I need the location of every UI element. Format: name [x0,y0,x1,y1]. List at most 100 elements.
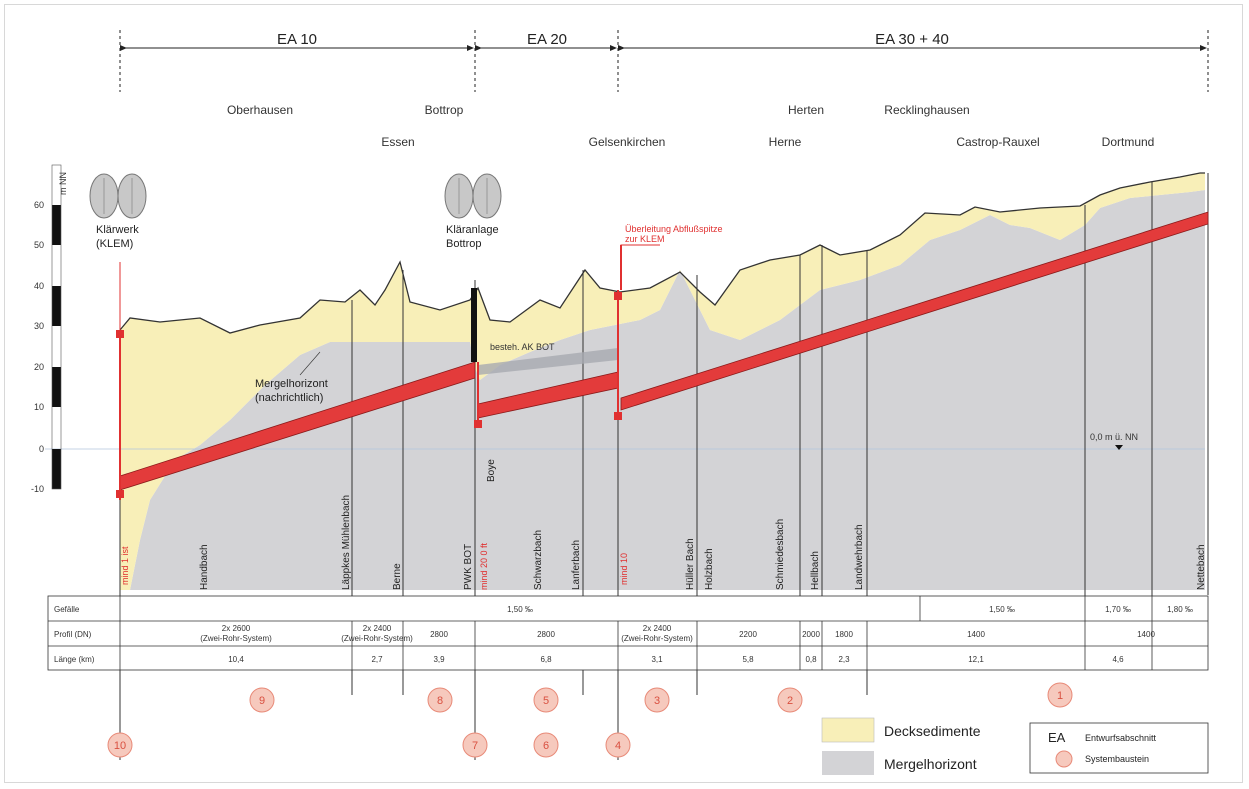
legend-baustein-icon [1055,750,1073,768]
axis-unit: m NN [58,172,68,195]
profil-5b: (Zwei-Rohr-System) [621,634,693,643]
mergel-annotation-1: Mergelhorizont [255,378,328,390]
stream-lanferbach: Lanferbach [571,540,582,590]
profil-10: 1400 [1137,630,1155,639]
axis-bar-4 [52,449,61,489]
city-bottrop: Bottrop [425,103,464,117]
laenge-9: 12,1 [968,655,984,664]
section-ea20: EA 20 [527,31,567,48]
red-label-1: mind 1 ist [120,546,130,585]
ueberleitung-line [620,244,660,290]
profil-3: 2800 [430,630,448,639]
tick-20: 20 [34,362,44,372]
pipe-ak-bot [478,348,618,375]
ueberleitung-annotation-2: zur KLEM [625,234,665,244]
red-label-3: mind 10 [619,553,629,585]
axis-bar-2 [52,286,61,326]
laenge-8: 2,3 [838,655,850,664]
city-dortmund: Dortmund [1102,135,1155,149]
city-essen: Essen [381,135,414,149]
ueberleitung-annotation-1: Überleitung Abflußspitze [625,224,723,234]
baustein-6: 6 [543,740,549,752]
stream-labels: Handbach Läppkes Mühlenbach Berne PWK BO… [199,459,1207,590]
legend-sys-text: Systembaustein [1085,754,1149,764]
sewer-pipes [119,211,1209,491]
gefaelle-2: 1,50 ‰ [989,605,1015,614]
stream-hellbach: Hellbach [810,551,821,590]
profil-6: 2200 [739,630,757,639]
stream-boye: Boye [486,459,497,482]
laenge-6: 5,8 [742,655,754,664]
bottrop-plant-label-1: Kläranlage [446,224,499,236]
profil-5a: 2x 2400 [643,624,672,633]
legend-mergel-label: Mergelhorizont [884,756,977,772]
profil-7: 2000 [802,630,820,639]
klem-label-1: Klärwerk [96,224,139,236]
stream-laeppkes: Läppkes Mühlenbach [341,495,352,590]
baustein-7: 7 [472,740,478,752]
profil-4: 2800 [537,630,555,639]
stream-berne: Berne [392,563,403,590]
profil-1b: (Zwei-Rohr-System) [200,634,272,643]
baustein-circles [107,682,1073,758]
gefaelle-4: 1,80 ‰ [1167,605,1193,614]
baustein-2: 2 [787,695,793,707]
city-herne: Herne [769,135,802,149]
stream-schmiedesbach: Schmiedesbach [775,519,786,590]
legend-ea-text: Entwurfsabschnitt [1085,733,1157,743]
stream-landwehrbach: Landwehrbach [854,524,865,590]
row-label-laenge: Länge (km) [54,655,95,664]
nn-annotation: 0,0 m ü. NN [1090,432,1138,442]
bottrop-plant-icon [444,173,502,219]
baustein-8: 8 [437,695,443,707]
stream-schwarzbach: Schwarzbach [533,530,544,590]
laenge-4: 6,8 [540,655,552,664]
stream-pwk-bot: PWK BOT [463,544,474,590]
city-herten: Herten [788,103,824,117]
row-label-gefaelle: Gefälle [54,605,80,614]
baustein-4: 4 [615,740,621,752]
section-ea30-40: EA 30 + 40 [875,31,949,48]
city-oberhausen: Oberhausen [227,103,293,117]
laenge-10: 4,6 [1112,655,1124,664]
red-label-2: mind 20 0 ft [479,542,489,590]
legend-mergel-swatch [822,751,874,775]
tick-0: 0 [39,444,44,454]
laenge-3: 3,9 [433,655,445,664]
axis-bar-3 [52,367,61,407]
profil-8: 1800 [835,630,853,639]
red-shaft-markers [116,292,622,498]
stream-nettebach: Nettebach [1196,544,1207,590]
pwk-bot-shaft [471,288,477,362]
legend-deck-label: Decksedimente [884,723,981,739]
legend-ea-abbr: EA [1048,730,1066,745]
pipe-ea30 [620,211,1209,411]
tick-50: 50 [34,240,44,250]
tick-minus10: -10 [31,484,44,494]
stream-hueller-bach: Hüller Bach [685,538,696,590]
elevation-axis: m NN 60 50 40 30 20 10 0 -10 [31,164,68,494]
nn-marker-icon [1115,445,1123,450]
ak-bot-annotation: besteh. AK BOT [490,342,555,352]
klem-plant-icon [89,173,147,219]
section-ea10: EA 10 [277,31,317,48]
tick-60: 60 [34,200,44,210]
laenge-5: 3,1 [651,655,663,664]
city-recklinghausen: Recklinghausen [884,103,969,117]
gefaelle-1: 1,50 ‰ [507,605,533,614]
data-table: Gefälle Profil (DN) Länge (km) 1,50 ‰ 1,… [47,595,1209,671]
profil-2b: (Zwei-Rohr-System) [341,634,413,643]
tick-30: 30 [34,321,44,331]
bottrop-plant-label-2: Bottrop [446,238,481,250]
baustein-3: 3 [654,695,660,707]
figure-frame [4,4,1243,783]
laenge-7: 0,8 [805,655,817,664]
baustein-1: 1 [1057,690,1063,702]
baustein-5: 5 [543,695,549,707]
mergel-annotation-2: (nachrichtlich) [255,392,323,404]
stream-holzbach: Holzbach [704,548,715,590]
baustein-9: 9 [259,695,265,707]
profil-9: 1400 [967,630,985,639]
profil-1a: 2x 2600 [222,624,251,633]
